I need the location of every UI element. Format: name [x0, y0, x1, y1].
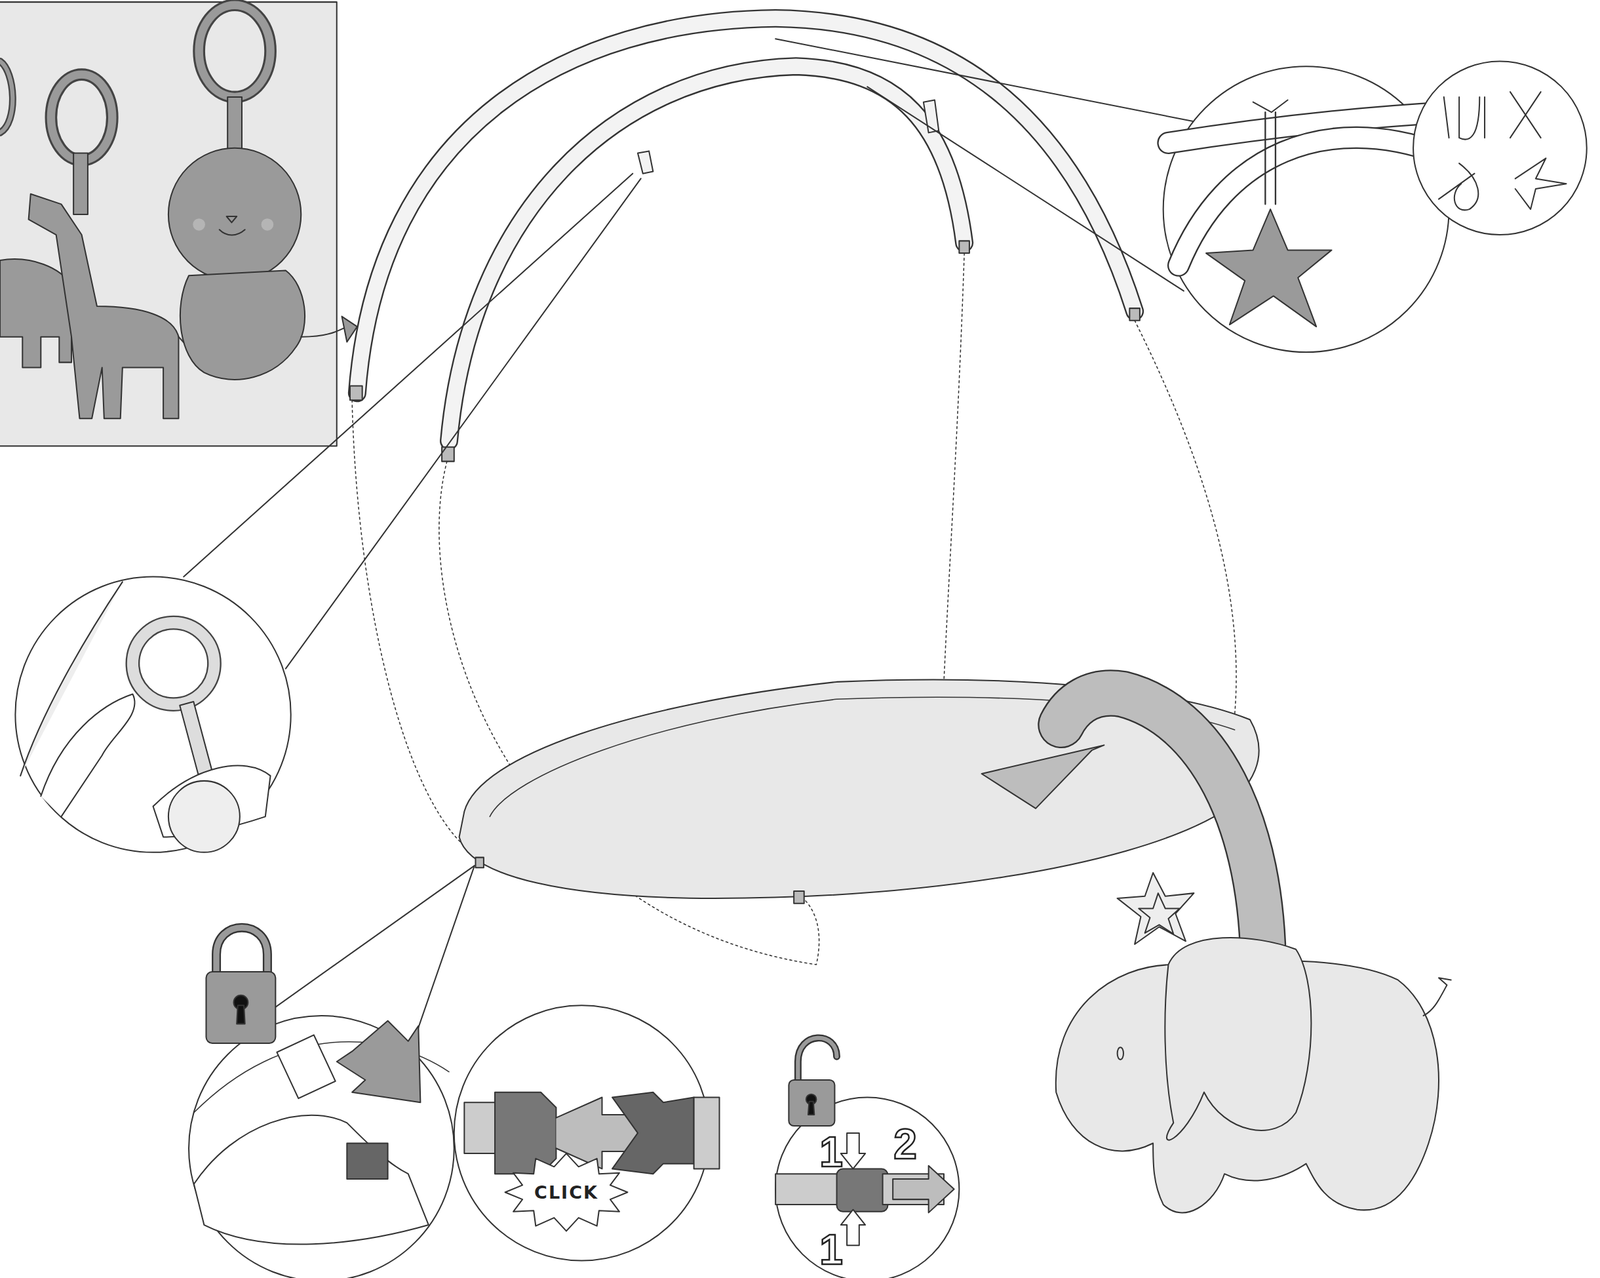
ribbon-callout — [775, 38, 1587, 352]
buckle-callouts — [188, 865, 959, 1278]
step-number: 2 — [893, 1122, 918, 1165]
lock-icons — [205, 927, 837, 1126]
flip-arrow — [981, 692, 1264, 980]
step-number: 1 — [819, 1228, 843, 1271]
toy-panel — [0, 1, 358, 446]
step-number: 1 — [819, 1130, 843, 1173]
elephant-toy — [1055, 872, 1452, 1212]
ring-callout — [15, 173, 641, 853]
click-text: CLICK — [534, 1183, 599, 1201]
